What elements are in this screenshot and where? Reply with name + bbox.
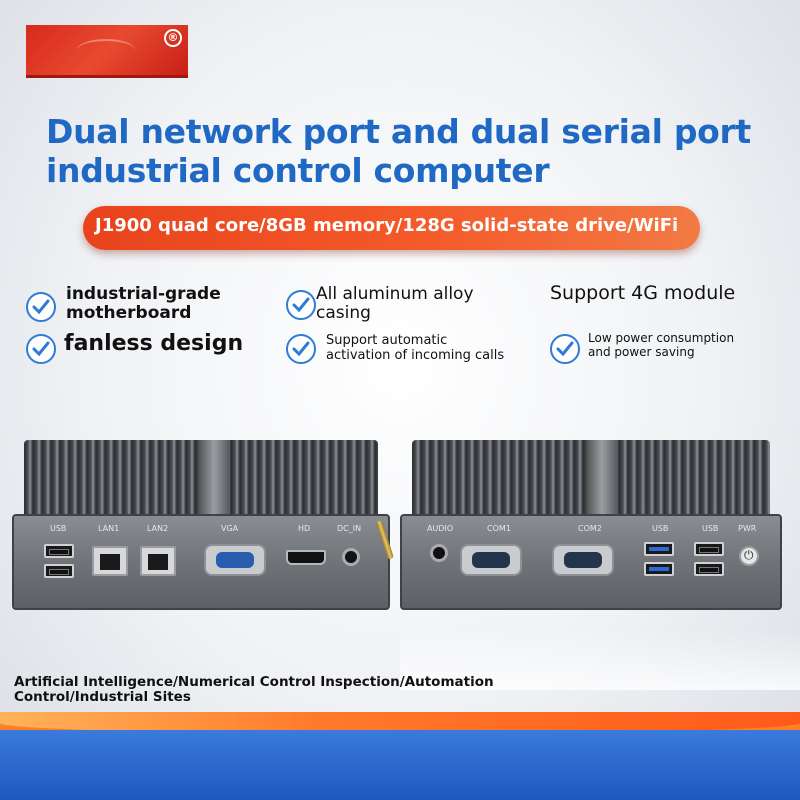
dc-jack-icon [342, 548, 360, 566]
ethernet-port-icon [92, 546, 128, 576]
left-mini-pc-image: USB LAN1 LAN2 VGA HD DC_IN [12, 440, 390, 620]
feature-label: All aluminum alloy [316, 284, 474, 304]
right-io-panel: AUDIO COM1 COM2 USB USB PWR [400, 514, 782, 610]
applications-line: Control/Industrial Sites [14, 689, 191, 705]
power-button-icon [739, 546, 759, 566]
check-circle-icon [550, 334, 580, 364]
check-circle-icon [26, 292, 56, 322]
port-label: PWR [738, 524, 757, 533]
feature-label: Support automatic [326, 333, 448, 348]
left-io-panel: USB LAN1 LAN2 VGA HD DC_IN [12, 514, 390, 610]
title-line-1: Dual network port and dual serial port [46, 112, 751, 151]
feature-label: fanless design [64, 331, 244, 356]
port-label: DC_IN [337, 524, 362, 533]
heatsink-fins [412, 440, 770, 518]
feature-label: Support 4G module [550, 282, 736, 304]
usb-port-icon [694, 562, 724, 576]
port-label: VGA [221, 524, 239, 533]
check-circle-icon [286, 290, 316, 320]
title-line-2: industrial control computer [46, 151, 550, 190]
port-label: COM2 [578, 524, 602, 533]
brand-logo: ® [26, 25, 188, 78]
logo-swoosh-icon [76, 39, 136, 63]
page-title: Dual network port and dual serial port i… [46, 112, 766, 190]
usb-port-icon [44, 564, 74, 578]
feature-label: and power saving [588, 345, 695, 359]
feature-label: activation of incoming calls [326, 348, 505, 363]
port-label: LAN2 [147, 524, 169, 533]
spec-banner: J1900 quad core/8GB memory/128G solid-st… [83, 206, 700, 250]
registered-mark-icon: ® [164, 29, 182, 47]
vga-port-icon [204, 544, 266, 576]
feature-label: Low power consumption [588, 331, 735, 345]
serial-port-icon [552, 544, 614, 576]
audio-jack-icon [430, 544, 448, 562]
port-label: USB [702, 524, 719, 533]
serial-port-icon [460, 544, 522, 576]
usb-port-icon [44, 544, 74, 558]
ethernet-port-icon [140, 546, 176, 576]
right-mini-pc-image: AUDIO COM1 COM2 USB USB PWR [400, 440, 782, 620]
heatsink-fins [24, 440, 378, 518]
feature-label: motherboard [66, 303, 192, 323]
usb-port-icon [644, 542, 674, 556]
port-label: AUDIO [427, 524, 454, 533]
reflection-glare [400, 630, 800, 690]
usb-port-icon [644, 562, 674, 576]
port-label: USB [652, 524, 669, 533]
bottom-decorative-bar [0, 712, 800, 800]
port-label: USB [50, 524, 67, 533]
port-label: HD [298, 524, 311, 533]
applications-text: Artificial Intelligence/Numerical Contro… [14, 675, 534, 705]
feature-label: casing [316, 303, 371, 323]
applications-line: Artificial Intelligence/Numerical Contro… [14, 674, 494, 690]
port-label: LAN1 [98, 524, 120, 533]
hdmi-port-icon [286, 550, 326, 565]
check-circle-icon [286, 334, 316, 364]
feature-label: industrial-grade [66, 284, 221, 304]
port-label: COM1 [487, 524, 511, 533]
check-circle-icon [26, 334, 56, 364]
usb-port-icon [694, 542, 724, 556]
